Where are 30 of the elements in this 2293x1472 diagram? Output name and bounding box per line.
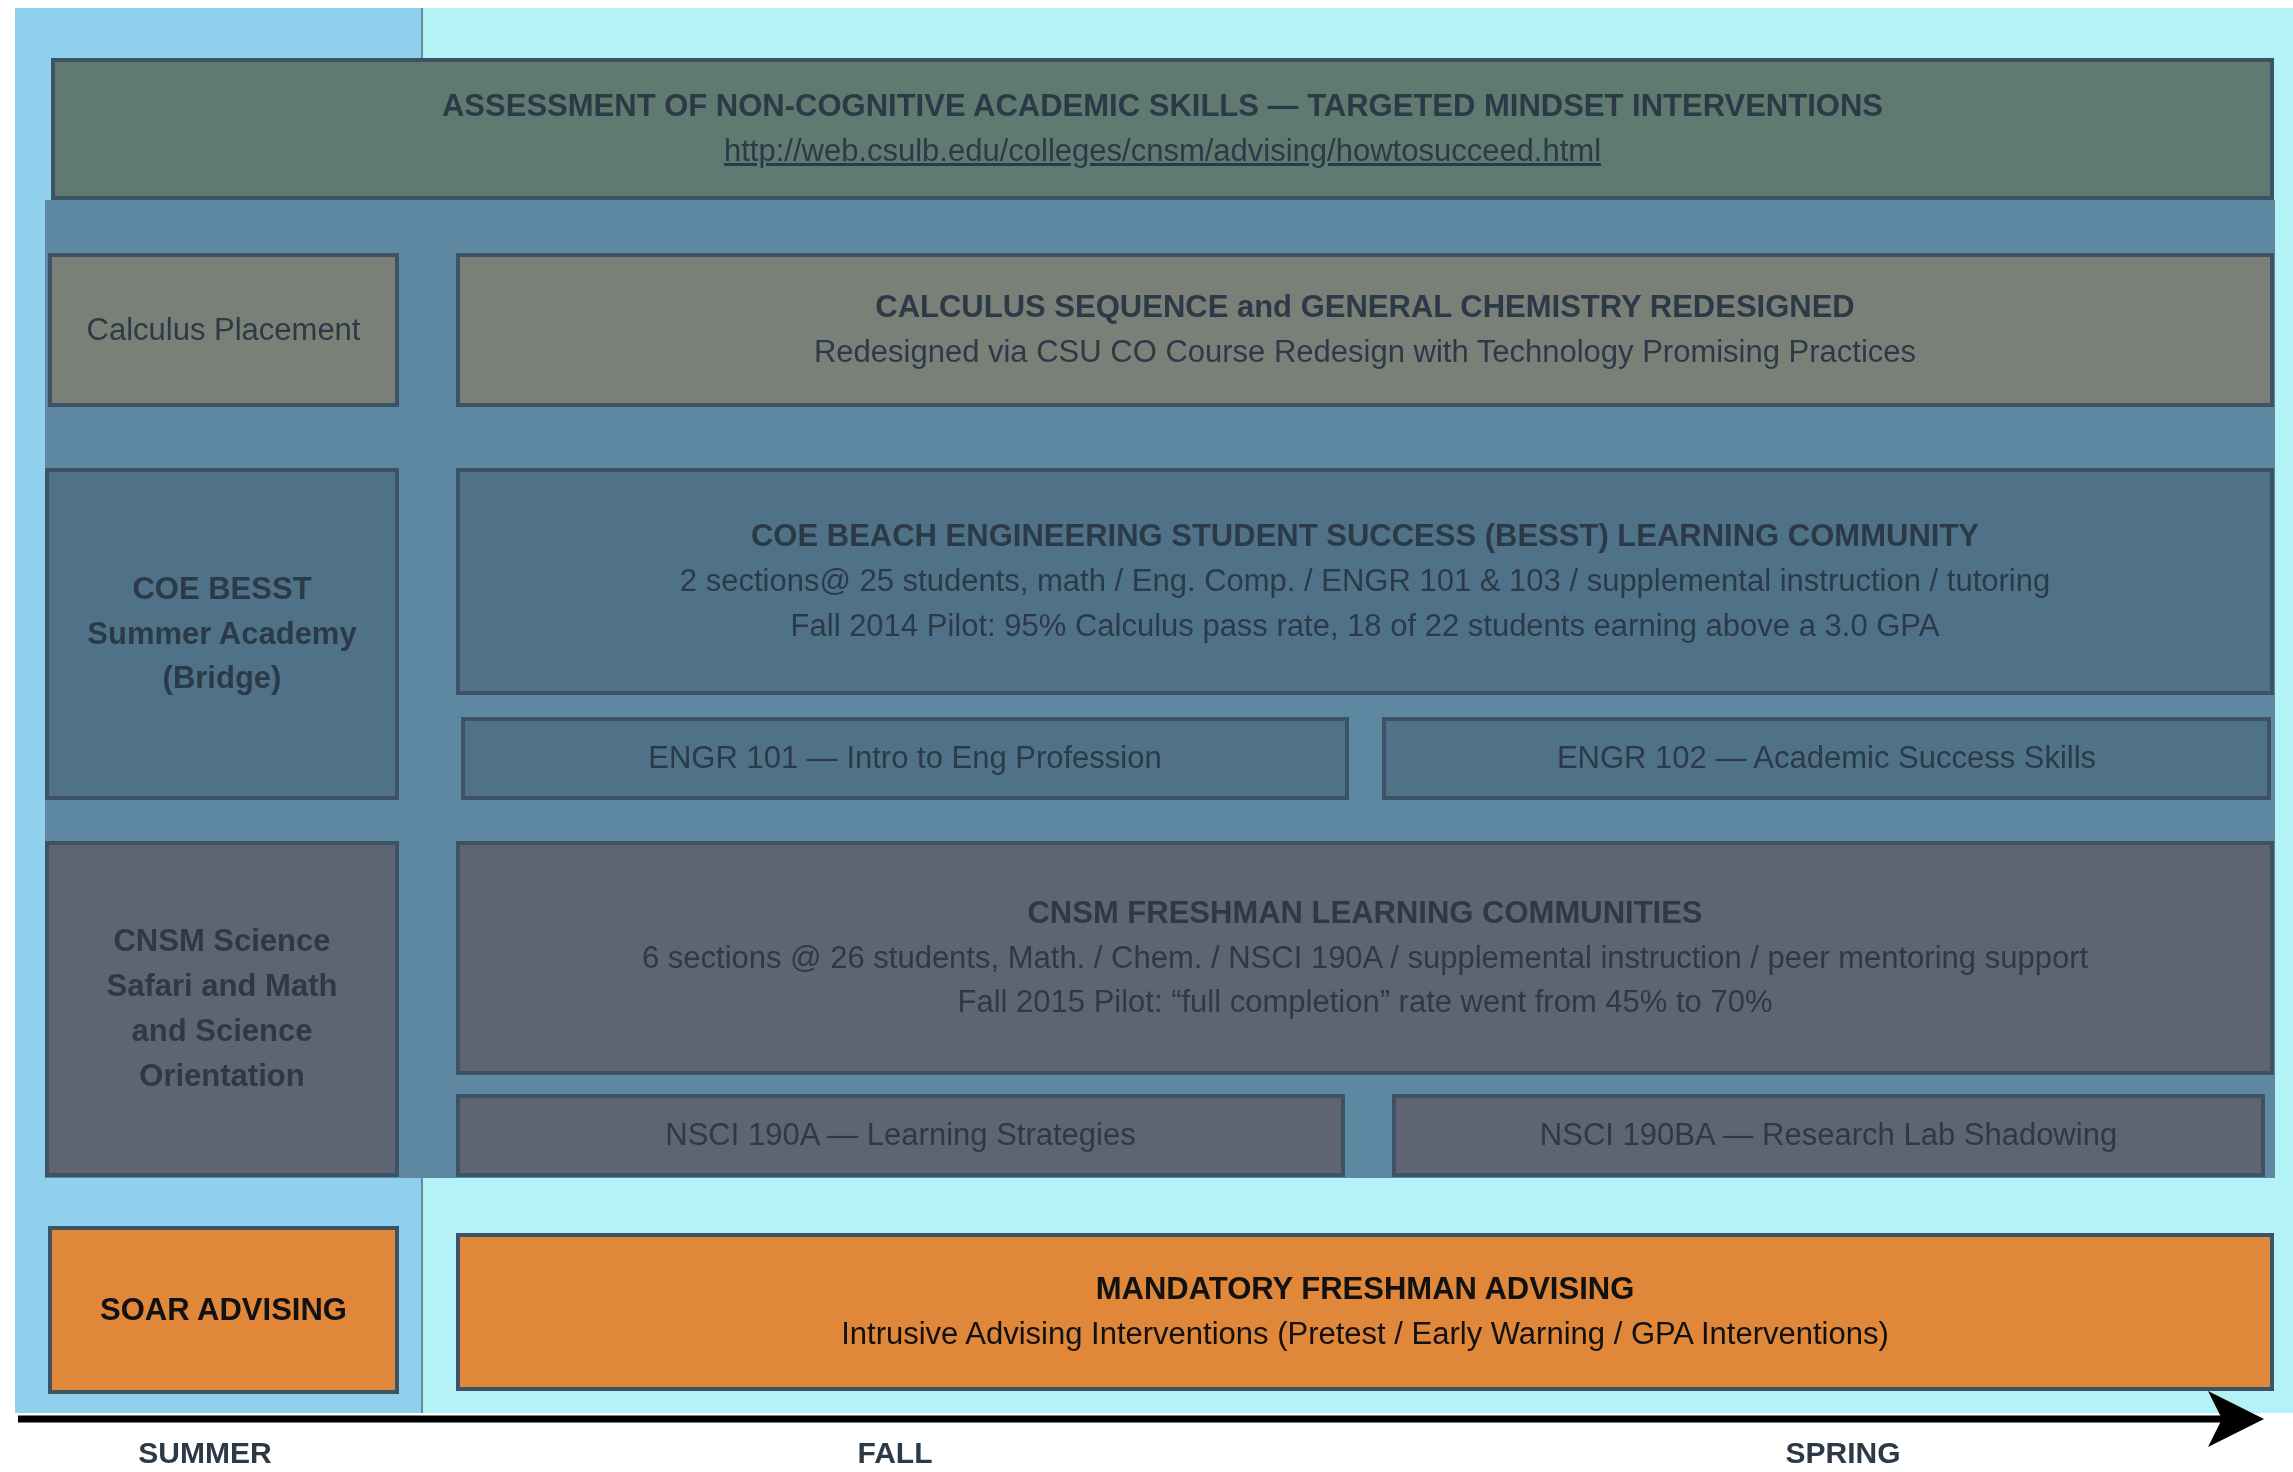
program-box	[45, 468, 399, 800]
link: http://web.csulb.edu/colleges/cnsm/advising/howtosucceed.html	[723, 132, 1602, 170]
program-box	[48, 253, 399, 407]
program-box	[48, 1226, 399, 1394]
body-text: 2 sections@ 25 students, math / Eng. Comp. / ENGR 101 & 103 / supplemental instruction / tutoring	[679, 562, 2051, 601]
season-label: FALL	[857, 1436, 933, 1470]
program-box	[456, 253, 2274, 407]
program-box	[456, 1094, 1345, 1177]
program-box	[1392, 1094, 2265, 1177]
program-box	[456, 841, 2274, 1075]
program-box	[51, 58, 2274, 200]
season-label: SPRING	[1785, 1436, 1901, 1470]
program-box	[461, 717, 1349, 800]
heading-text: MANDATORY FRESHMAN ADVISING	[1095, 1270, 1635, 1309]
heading-text: ASSESSMENT OF NON-COGNITIVE ACADEMIC SKILLS — TARGETED MINDSET INTERVENTIONS	[442, 87, 1883, 126]
body-text: Fall 2014 Pilot: 95% Calculus pass rate, 18 of 22 students earning above a 3.0 GPA	[790, 606, 1940, 645]
program-box	[456, 468, 2274, 695]
heading-text: COE BESST Summer Academy (Bridge)	[86, 569, 358, 698]
body-text: Redesigned via CSU CO Course Redesign with Technology Promising Practices	[813, 333, 1917, 371]
season-label: SUMMER	[138, 1436, 272, 1470]
program-box	[1382, 717, 2271, 800]
body-text: ENGR 101 — Intro to Eng Profession	[648, 739, 1162, 778]
body-text: ENGR 102 — Academic Success Skills	[1556, 739, 2097, 778]
body-text: Intrusive Advising Interventions (Pretest / Early Warning / GPA Interventions)	[841, 1315, 1889, 1353]
heading-text: COE BEACH ENGINEERING STUDENT SUCCESS (BESST) LEARNING COMMUNITY	[751, 517, 1979, 556]
heading-text: SOAR ADVISING	[99, 1290, 348, 1329]
heading-text: CALCULUS SEQUENCE and GENERAL CHEMISTRY REDESIGNED	[875, 288, 1855, 327]
body-text: Calculus Placement	[85, 310, 362, 349]
program-box	[456, 1233, 2274, 1391]
program-box	[45, 841, 399, 1177]
